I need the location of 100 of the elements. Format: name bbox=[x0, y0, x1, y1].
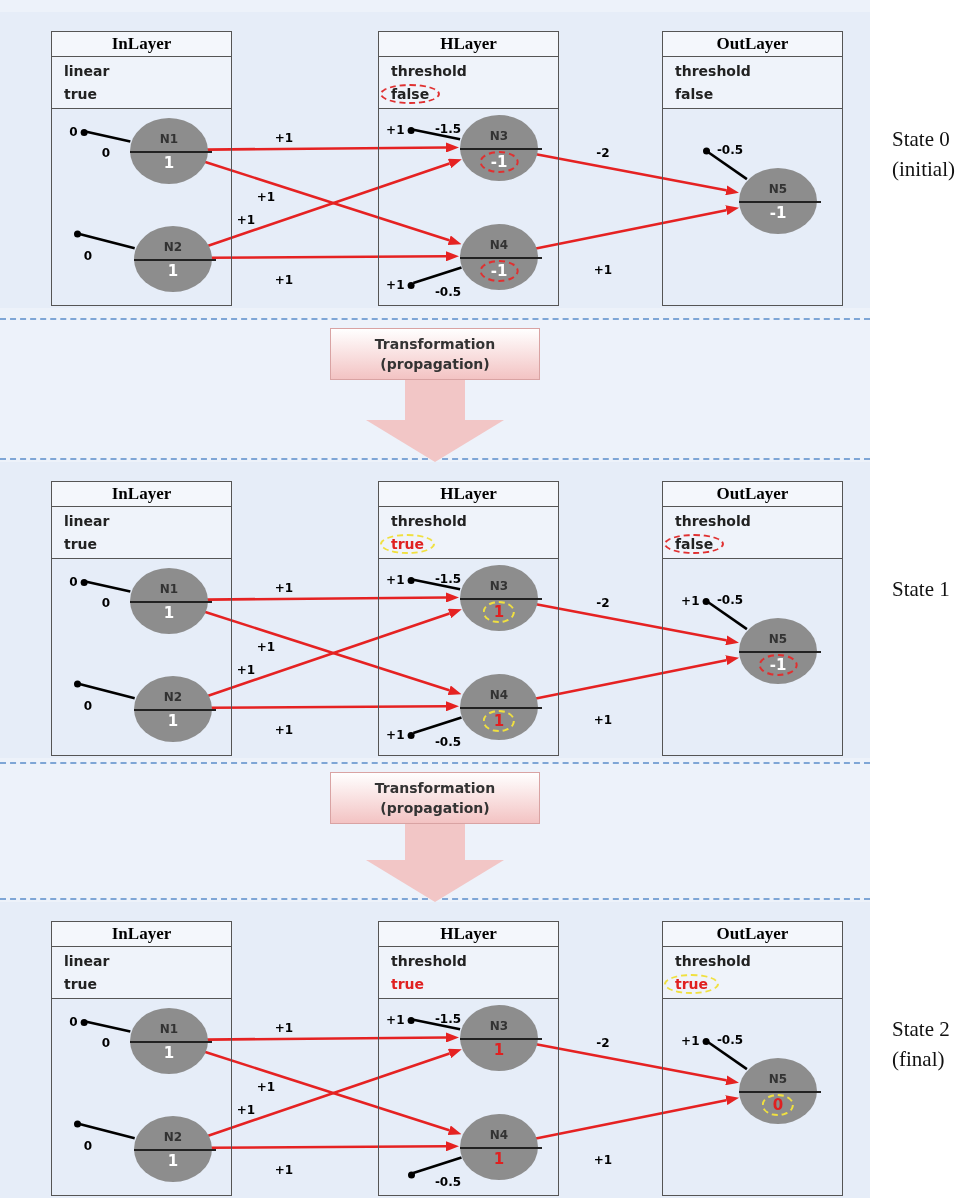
weight-label: +1 bbox=[235, 1103, 257, 1117]
state-panel bbox=[0, 462, 870, 758]
layer-name: OutLayer bbox=[716, 484, 789, 503]
neuron-name: N3 bbox=[489, 1019, 509, 1033]
layer-box bbox=[662, 31, 843, 306]
state-label: State 0 (initial) bbox=[892, 126, 956, 183]
weight-label: +1 bbox=[255, 190, 277, 204]
connector-line bbox=[79, 232, 136, 250]
connector-line bbox=[413, 578, 461, 591]
weight-label: +1 bbox=[235, 213, 257, 227]
weight-label: +1 bbox=[273, 131, 295, 145]
neuron-name: N4 bbox=[489, 238, 509, 252]
state-panel bbox=[0, 902, 870, 1198]
connector-line bbox=[707, 1040, 748, 1071]
neuron-output: 0 bbox=[761, 1094, 795, 1116]
connector-line bbox=[79, 1122, 136, 1140]
connector-line bbox=[413, 128, 461, 141]
attribute-text: threshold bbox=[675, 953, 751, 969]
weight-label: -0.5 bbox=[715, 1033, 745, 1047]
connector-line bbox=[412, 1156, 462, 1175]
weight-label: -2 bbox=[595, 596, 611, 610]
block-arrow bbox=[366, 824, 504, 902]
weight-label: -1.5 bbox=[433, 1012, 463, 1026]
weight-label: -0.5 bbox=[433, 285, 463, 299]
neuron-output: 1 bbox=[163, 1044, 175, 1062]
input-value: +1 bbox=[386, 278, 405, 292]
attribute-text: true bbox=[391, 976, 425, 992]
neuron-output: 1 bbox=[493, 1150, 505, 1168]
input-value: 0 bbox=[69, 575, 78, 589]
attribute-text: threshold bbox=[675, 63, 751, 79]
attribute-text: true bbox=[64, 976, 98, 992]
input-value: +1 bbox=[681, 1034, 700, 1048]
input-value: +1 bbox=[386, 1013, 405, 1027]
attribute-text: true bbox=[64, 86, 98, 102]
connector-line bbox=[707, 600, 748, 631]
weight-label: 0 bbox=[82, 699, 94, 713]
neuron-output: 1 bbox=[493, 1041, 505, 1059]
neuron-name: N4 bbox=[489, 1128, 509, 1142]
weight-label: +1 bbox=[273, 723, 295, 737]
connector-line bbox=[86, 580, 131, 593]
arrow bbox=[207, 592, 459, 603]
weight-label: -2 bbox=[595, 146, 611, 160]
neuron-output: 1 bbox=[167, 262, 179, 280]
layer-box bbox=[378, 481, 559, 756]
state-label: State 1 bbox=[892, 576, 951, 603]
arrow bbox=[211, 251, 459, 262]
attribute-text: true bbox=[64, 536, 98, 552]
neuron-output: 1 bbox=[167, 1152, 179, 1170]
weight-label: +1 bbox=[235, 663, 257, 677]
weight-label: -1.5 bbox=[433, 122, 463, 136]
layer-name: HLayer bbox=[440, 34, 497, 53]
arrow bbox=[535, 1095, 740, 1140]
connector-line bbox=[86, 1020, 131, 1033]
block-arrow bbox=[366, 380, 504, 462]
weight-label: 0 bbox=[100, 146, 112, 160]
weight-label: +1 bbox=[592, 1153, 614, 1167]
transformation-label: Transformation (propagation) bbox=[373, 779, 497, 818]
attribute-text: threshold bbox=[391, 513, 467, 529]
neuron-name: N3 bbox=[489, 129, 509, 143]
weight-label: -2 bbox=[595, 1036, 611, 1050]
arrow bbox=[535, 1042, 739, 1086]
input-value: 0 bbox=[69, 125, 78, 139]
weight-label: +1 bbox=[273, 581, 295, 595]
arrow bbox=[207, 142, 459, 153]
neuron-name: N5 bbox=[768, 1072, 788, 1086]
neuron-output: -1 bbox=[758, 654, 798, 676]
neuron-name: N5 bbox=[768, 182, 788, 196]
weight-label: +1 bbox=[273, 1163, 295, 1177]
weight-label: +1 bbox=[255, 640, 277, 654]
layer-name: InLayer bbox=[111, 34, 172, 53]
neuron-name: N2 bbox=[163, 1130, 183, 1144]
arrow bbox=[207, 1032, 459, 1043]
layer-name: OutLayer bbox=[716, 924, 789, 943]
neuron-output: -1 bbox=[479, 151, 519, 173]
weight-label: +1 bbox=[592, 713, 614, 727]
layer-box bbox=[51, 921, 232, 1196]
neuron-name: N4 bbox=[489, 688, 509, 702]
arrow bbox=[535, 602, 739, 646]
neuron-name: N3 bbox=[489, 579, 509, 593]
attribute-text: false bbox=[380, 84, 441, 104]
input-value: 0 bbox=[69, 1015, 78, 1029]
layer-name: HLayer bbox=[440, 924, 497, 943]
weight-label: 0 bbox=[82, 249, 94, 263]
transformation-box bbox=[330, 328, 540, 380]
layer-name: InLayer bbox=[111, 484, 172, 503]
input-value: +1 bbox=[681, 594, 700, 608]
attribute-text: linear bbox=[64, 63, 110, 79]
layer-name: OutLayer bbox=[716, 34, 789, 53]
weight-label: +1 bbox=[273, 273, 295, 287]
attribute-text: false bbox=[675, 86, 714, 102]
input-value: +1 bbox=[386, 573, 405, 587]
weight-label: 0 bbox=[82, 1139, 94, 1153]
neuron-name: N1 bbox=[159, 132, 179, 146]
layer-box bbox=[662, 481, 843, 756]
attribute-text: linear bbox=[64, 953, 110, 969]
transformation-label: Transformation (propagation) bbox=[373, 335, 497, 374]
connector-line bbox=[412, 266, 462, 285]
layer-box bbox=[662, 921, 843, 1196]
weight-label: 0 bbox=[100, 596, 112, 610]
state-panel bbox=[0, 12, 870, 308]
